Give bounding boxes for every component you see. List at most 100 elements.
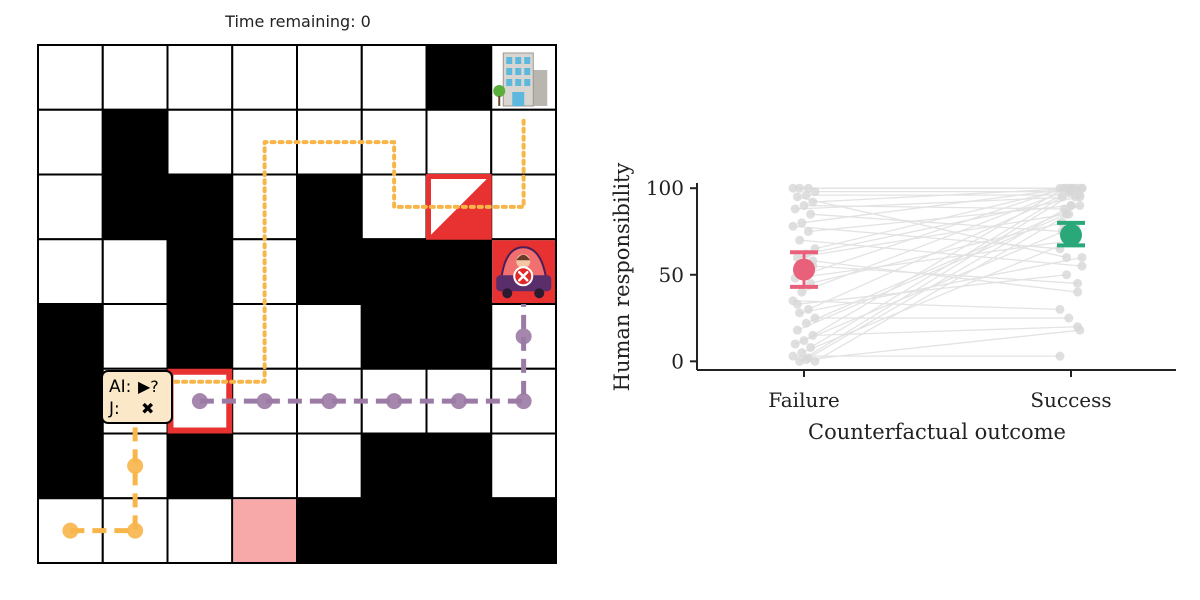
failure-point [788,221,798,231]
building-window [515,68,522,75]
tree-icon [493,85,506,97]
grid-cell [37,238,104,305]
participant-line [812,265,1078,285]
building-window [506,68,513,75]
failure-point [795,308,805,318]
failure-point [790,339,800,349]
success-point [1073,278,1083,288]
x-axis-label: Counterfactual outcome [808,420,1066,444]
failure-point [806,209,816,219]
grid-cell [360,44,428,111]
decision-tooltip: AI:▶?J:✖ [101,370,173,424]
participant-line [803,187,1065,342]
y-tick-label: 0 [671,349,684,373]
participant-line [792,300,1061,311]
participant-line [801,187,1074,224]
time-remaining-label: Time remaining: 0 [225,12,371,31]
failure-point [788,351,798,361]
car-icon [496,246,552,299]
grid-cell [360,432,428,500]
building-window [515,57,522,64]
orange-path-dot [127,522,144,539]
grid-cell [425,432,493,500]
orange-path-dot [62,522,79,539]
mean-success [1057,220,1085,248]
x-tick-label: Success [1030,388,1111,412]
y-tick-label: 50 [659,263,684,287]
failure-point [803,226,813,236]
success-point [1062,252,1072,262]
building-window [506,79,513,86]
failure-point [810,356,820,366]
grid-cell [490,497,557,564]
participant-line [810,213,1063,233]
grid-cell [425,497,493,564]
grid-cell [296,432,363,500]
failure-point [797,348,807,358]
grid-cell [425,238,493,305]
participant-line [812,326,1078,337]
grid-cell [360,303,428,370]
failure-point [803,304,813,314]
grid-cell [425,108,493,176]
participant-line [801,239,1074,354]
mean-point [1060,223,1082,246]
success-point [1055,304,1065,314]
participant-line [799,187,1083,362]
participant-line [803,187,1065,276]
building-window [506,57,513,64]
play-question-icon: ▶? [138,377,159,396]
purple-path-dot [191,393,208,410]
grid-cell [166,173,234,241]
grid-cell [166,497,234,564]
purple-path-dot [515,328,532,345]
failure-point [810,187,820,197]
failure-point [797,287,807,297]
participant-line [808,191,1072,310]
failure-point [806,342,816,352]
mean-failure [790,250,818,289]
participant-line [794,225,1076,345]
grid-cell [296,303,363,370]
purple-path-dot [386,393,403,410]
participant-line [812,187,1078,203]
grid-cell [101,173,169,241]
participant-line [814,187,1069,250]
grid-cell [296,238,363,305]
success-point [1062,270,1072,280]
grid-cell [101,303,169,370]
grid-cell [37,303,104,370]
participant-lines [788,183,1087,366]
grid-cell [425,303,493,370]
success-point [1055,351,1065,361]
building-annex [531,70,548,106]
failure-point [803,183,813,193]
success-point [1075,201,1085,211]
grid-cell [37,108,104,176]
failure-point [788,183,798,193]
success-point [1057,192,1067,202]
pink-cell [233,499,296,562]
failure-point [795,235,805,245]
building-window [524,57,531,64]
purple-path-dot [256,393,273,410]
purple-path-dot [450,393,467,410]
building-window [524,79,531,86]
failure-point [790,204,800,214]
participant-line [799,256,1083,314]
building-window [515,79,522,86]
car-wheel-right [534,288,545,299]
orange-path-dot [127,457,144,474]
building-door [512,92,525,106]
x-icon: ✖ [141,399,154,418]
success-point [1066,201,1076,211]
participant-line [799,239,1083,267]
tooltip-box [101,370,173,424]
success-point [1059,183,1069,193]
failure-point [808,330,818,340]
failure-point [799,201,809,211]
participant-line [806,329,1080,361]
grid-cell [360,497,428,564]
failure-point [801,190,811,200]
